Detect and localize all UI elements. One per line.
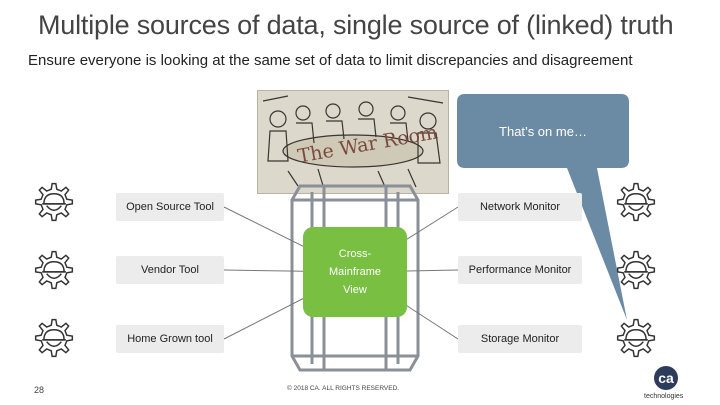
gear-worker-icon [616,318,656,358]
logo-subtext: technologies [644,393,684,400]
cross-mainframe-view: Cross-Mainframe View [303,227,407,317]
gear-worker-icon [34,318,74,358]
gear-worker-icon [34,182,74,222]
tool-performance-monitor: Performance Monitor [458,256,582,284]
tool-home-grown: Home Grown tool [116,325,224,353]
tool-open-source: Open Source Tool [116,193,224,221]
svg-text:ca: ca [658,370,674,386]
speech-callout [457,94,629,320]
callout-text: That’s on me… [499,124,587,139]
gear-worker-icon [616,250,656,290]
gear-worker-icon [34,250,74,290]
page-number: 28 [34,385,45,395]
tool-vendor: Vendor Tool [116,256,224,284]
tool-network-monitor: Network Monitor [458,193,582,221]
copyright: © 2018 CA. ALL RIGHTS RESERVED. [287,385,400,392]
gear-worker-icon [616,182,656,222]
war-room-sketch [257,90,449,194]
page-title: Multiple sources of data, single source … [38,10,674,40]
tool-storage-monitor: Storage Monitor [458,325,582,353]
ca-logo: ca [654,366,678,390]
page-subtitle: Ensure everyone is looking at the same s… [28,52,633,69]
